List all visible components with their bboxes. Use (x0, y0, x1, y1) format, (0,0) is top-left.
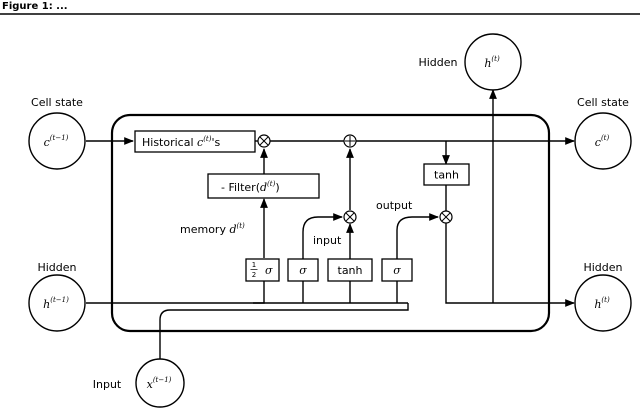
node-c-prev: c(t−1) (28, 112, 86, 170)
node-x-prev: x(t−1) (135, 358, 185, 408)
cell-state-in-label: Cell state (31, 96, 83, 109)
header-caption: Figure 1: ... (2, 1, 68, 12)
historical-math: c (197, 136, 203, 149)
node-h-top: h(t) (464, 33, 522, 91)
sigma-input-label: σ (299, 264, 307, 277)
filter-suffix: ) (275, 181, 279, 194)
hidden-in-label: Hidden (37, 261, 76, 274)
output-gate-label: output (376, 199, 413, 212)
sigma-input-curve (302, 213, 343, 259)
svg-text:c(t): c(t) (595, 134, 610, 149)
memory-gate-label: memory d(t) (180, 222, 245, 236)
historical-suffix: 's (211, 136, 220, 149)
svg-text:Historical c(t)'s: Historical c(t)'s (142, 135, 221, 149)
node-h-out: h(t) (574, 274, 632, 332)
svg-text:h(t−1): h(t−1) (43, 296, 69, 311)
multiply-gate-memory (257, 134, 271, 148)
multiply-gate-output (439, 210, 453, 224)
tanh-input-label: tanh (338, 264, 363, 277)
tanh-output-label: tanh (434, 169, 459, 182)
tanh-output-box: tanh (423, 163, 470, 186)
outmult-to-hidden-out-line (445, 223, 575, 307)
input-label: Input (93, 378, 122, 391)
riser-half-sigma (253, 281, 265, 304)
add-gate-cell (343, 134, 357, 148)
half-sigma-num: 1 (252, 261, 256, 269)
multiply-gate-input (343, 210, 357, 224)
sigma-output-curve (396, 213, 439, 259)
svg-text:- Filter(d(t)): - Filter(d(t)) (221, 180, 280, 194)
input-x-line (159, 303, 409, 362)
tanh-input-box: tanh (327, 258, 373, 282)
svg-text:h(t): h(t) (594, 296, 610, 311)
historical-prefix: Historical (142, 136, 197, 149)
node-h-prev: h(t−1) (28, 274, 86, 332)
sigma-output-label: σ (393, 264, 401, 277)
filter-prefix: - Filter( (221, 181, 260, 194)
hidden-top-label: Hidden (418, 56, 457, 69)
sigma-output-box: σ (381, 258, 413, 282)
historical-sup: (t) (203, 135, 212, 143)
filter-sup: (t) (267, 180, 276, 188)
svg-text:c(t−1): c(t−1) (44, 134, 69, 149)
svg-text:x(t−1): x(t−1) (147, 376, 172, 391)
historical-box: Historical c(t)'s (134, 130, 256, 153)
lstm-cell-boundary (110, 113, 551, 333)
svg-text:h(t): h(t) (484, 55, 500, 70)
operators (257, 134, 453, 224)
half-sigma-sym: σ (265, 264, 273, 277)
filter-box: - Filter(d(t)) (207, 173, 320, 199)
cell-state-out-label: Cell state (577, 96, 629, 109)
connections (86, 89, 575, 362)
half-sigma-box: 1 2 σ (245, 258, 280, 282)
half-sigma-den: 2 (252, 271, 256, 279)
node-c-out: c(t) (574, 112, 632, 170)
input-gate-label: input (313, 234, 342, 247)
filter-math: d (260, 181, 267, 194)
sigma-input-box: σ (287, 258, 319, 282)
hidden-out-label: Hidden (583, 261, 622, 274)
